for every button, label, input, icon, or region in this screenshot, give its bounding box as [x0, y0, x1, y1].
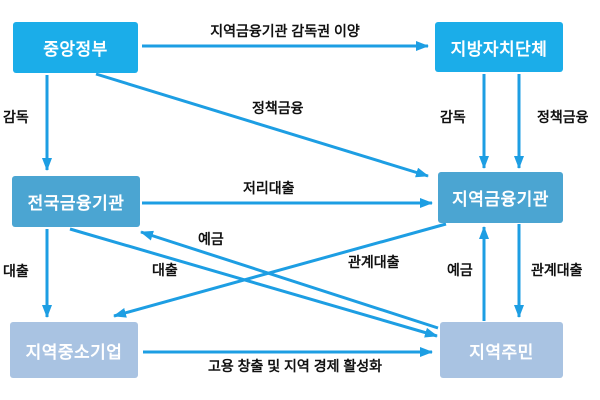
edge-label-relation-vertical: 관계대출	[531, 262, 583, 278]
node-regional-smes: 지역중소기업	[10, 322, 138, 378]
edge-label-loan-diagonal: 대출	[152, 262, 178, 278]
edge-label-supervise-left: 감독	[3, 109, 29, 125]
node-national-financial-institutions: 전국금융기관	[12, 176, 140, 227]
arrow-deposit-diagonal	[140, 230, 439, 330]
edge-label-transfer-supervision: 지역금융기관 감독권 이양	[210, 23, 360, 39]
edge-label-employment: 고용 창출 및 지역 경제 활성화	[207, 358, 382, 374]
edge-label-relation-diagonal: 관계대출	[348, 254, 400, 270]
node-regional-financial-institutions: 지역금융기관	[438, 172, 563, 223]
edge-label-supervise-right: 감독	[440, 109, 466, 125]
arrow-policy-diagonal	[95, 72, 429, 178]
arrow-relation-diagonal	[113, 222, 447, 318]
edge-label-deposit-diagonal: 예금	[198, 231, 224, 247]
arrow-loan-diagonal	[69, 227, 438, 338]
edge-label-deposit-vertical: 예금	[447, 262, 473, 278]
node-central-government: 중앙정부	[13, 22, 138, 73]
edge-label-policy-right: 정책금융	[537, 109, 589, 125]
edge-label-policy-diagonal: 정책금융	[252, 100, 304, 116]
node-local-residents: 지역주민	[440, 322, 563, 378]
edge-label-loan-left: 대출	[3, 263, 29, 279]
edge-label-low-interest-loan: 저리대출	[243, 180, 295, 196]
node-local-government: 지방자치단체	[435, 22, 563, 72]
